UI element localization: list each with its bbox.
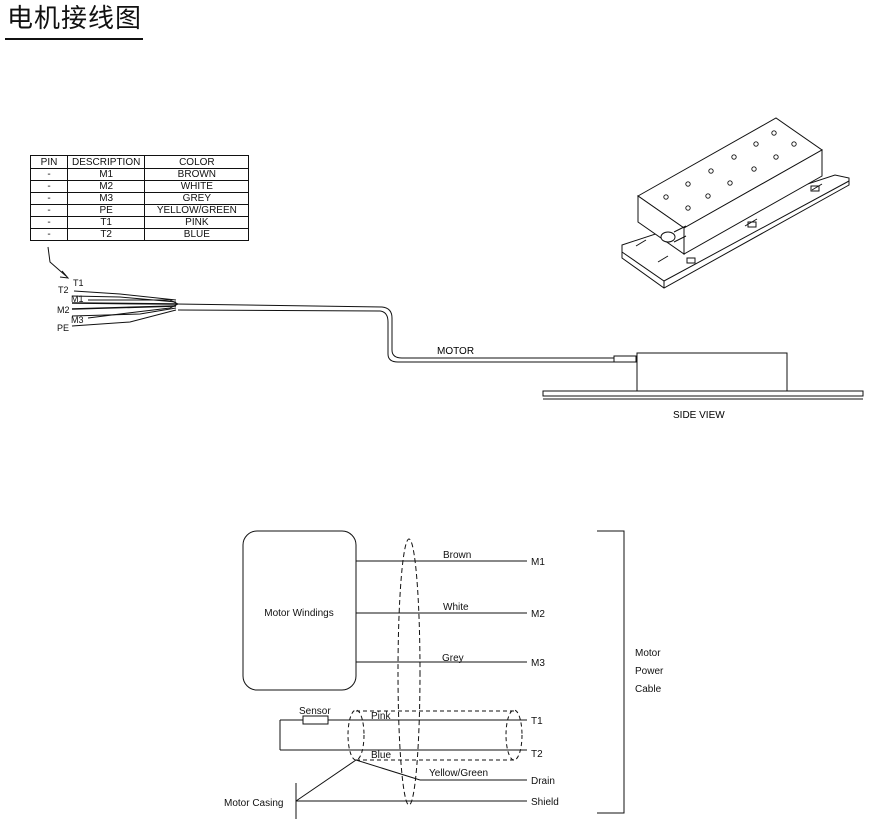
table-row: - T1 PINK xyxy=(30,216,250,229)
wire-t2 xyxy=(71,295,177,303)
motor-body xyxy=(636,352,788,392)
cable-bracket xyxy=(597,530,625,814)
terminal-t2: T2 xyxy=(531,749,543,760)
table-row: - T2 BLUE xyxy=(30,228,250,241)
bracket-label-line: Cable xyxy=(635,684,662,695)
terminal-shield: Shield xyxy=(531,797,559,808)
leader-line xyxy=(47,246,67,277)
cable-label-m1: M1 xyxy=(71,294,84,304)
mounting-holes xyxy=(663,130,797,211)
wire-label-blue: Blue xyxy=(371,750,391,761)
wire-m2 xyxy=(71,305,177,310)
wire-label-pink: Pink xyxy=(371,711,391,722)
rail-notches xyxy=(635,183,823,263)
terminal-m3: M3 xyxy=(531,658,545,669)
mounting-hole xyxy=(753,141,759,147)
mounting-hole xyxy=(751,166,757,172)
mounting-hole xyxy=(731,154,737,160)
mounting-hole xyxy=(773,154,779,160)
terminal-t1: T1 xyxy=(531,716,543,727)
carriage-side xyxy=(683,149,823,255)
bracket-label-line: Motor xyxy=(635,648,661,659)
cable-outer-bottom xyxy=(177,309,614,363)
sensor-shield-end-right xyxy=(505,709,523,761)
schematic-labels: Motor Windings Brown White Grey Pink Blu… xyxy=(224,550,664,809)
title-underline xyxy=(5,38,143,40)
pin-table-header-row: PIN DESCRIPTION COLOR xyxy=(30,155,250,169)
mounting-hole xyxy=(771,130,777,136)
windings-label: Motor Windings xyxy=(264,608,333,619)
cable-drawing xyxy=(47,246,864,400)
motor-windings-box xyxy=(242,530,357,691)
motor-isometric-illustration xyxy=(621,117,850,289)
cable-label-m3: M3 xyxy=(71,315,84,325)
wire-pe xyxy=(71,309,177,327)
cable-label-t1: T1 xyxy=(73,278,84,288)
sensor-element xyxy=(302,715,329,725)
schematic xyxy=(242,530,625,819)
drain-casing-link xyxy=(295,759,357,802)
table-row: - M2 WHITE xyxy=(30,180,250,193)
motor-label: MOTOR xyxy=(437,346,474,357)
cable-wire-labels: T1 T2 M1 M2 M3 PE xyxy=(57,278,84,333)
leader-arrowhead xyxy=(59,270,70,279)
base-plate xyxy=(621,174,850,289)
wire-label-brown: Brown xyxy=(443,550,471,561)
cable-label-t2: T2 xyxy=(58,285,69,295)
mounting-hole xyxy=(727,180,733,186)
connector-stub-body xyxy=(673,225,687,243)
page-title: 电机接线图 xyxy=(7,4,143,34)
wire-label-grey: Grey xyxy=(442,653,464,664)
terminal-m1: M1 xyxy=(531,557,545,568)
table-row: - PE YELLOW/GREEN xyxy=(30,204,250,217)
mounting-hole xyxy=(685,205,691,211)
wire-m3 xyxy=(71,307,177,317)
mounting-hole xyxy=(663,194,669,200)
cable-gland xyxy=(613,355,637,363)
wire-sheath xyxy=(87,299,180,319)
cable-label-m2: M2 xyxy=(57,305,70,315)
pin-table: PIN DESCRIPTION COLOR - M1 BROWN - M2 WH… xyxy=(30,155,250,241)
mounting-hole xyxy=(791,141,797,147)
rail-clamp xyxy=(747,221,757,228)
wire-t1 xyxy=(73,290,177,301)
sensor-shield-end-left xyxy=(347,709,365,761)
connector-stub xyxy=(660,231,676,243)
mounting-hole xyxy=(705,193,711,199)
rail-clamp xyxy=(686,257,696,264)
rail-clamp xyxy=(810,185,820,192)
cable-label-pe: PE xyxy=(57,323,69,333)
terminal-drain: Drain xyxy=(531,776,555,787)
mounting-rail xyxy=(542,390,864,397)
table-cell: BLUE xyxy=(144,228,250,241)
wire-label-yellow-green: Yellow/Green xyxy=(429,768,488,779)
terminal-m2: M2 xyxy=(531,609,545,620)
sensor-label: Sensor xyxy=(299,706,331,717)
mounting-hole xyxy=(708,168,714,174)
motor-casing-label: Motor Casing xyxy=(224,798,283,809)
mounting-hole xyxy=(685,181,691,187)
cable-outer-top xyxy=(175,303,614,359)
wire-m1 xyxy=(71,302,177,305)
table-cell: T2 xyxy=(66,228,146,241)
bracket-label-line: Power xyxy=(635,666,664,677)
sensor-shield-outline xyxy=(356,710,514,761)
wire-label-white: White xyxy=(443,602,469,613)
cable-shield-loop xyxy=(397,538,421,806)
side-view-label: SIDE VIEW xyxy=(673,410,725,421)
drain-wire-start xyxy=(355,759,421,781)
